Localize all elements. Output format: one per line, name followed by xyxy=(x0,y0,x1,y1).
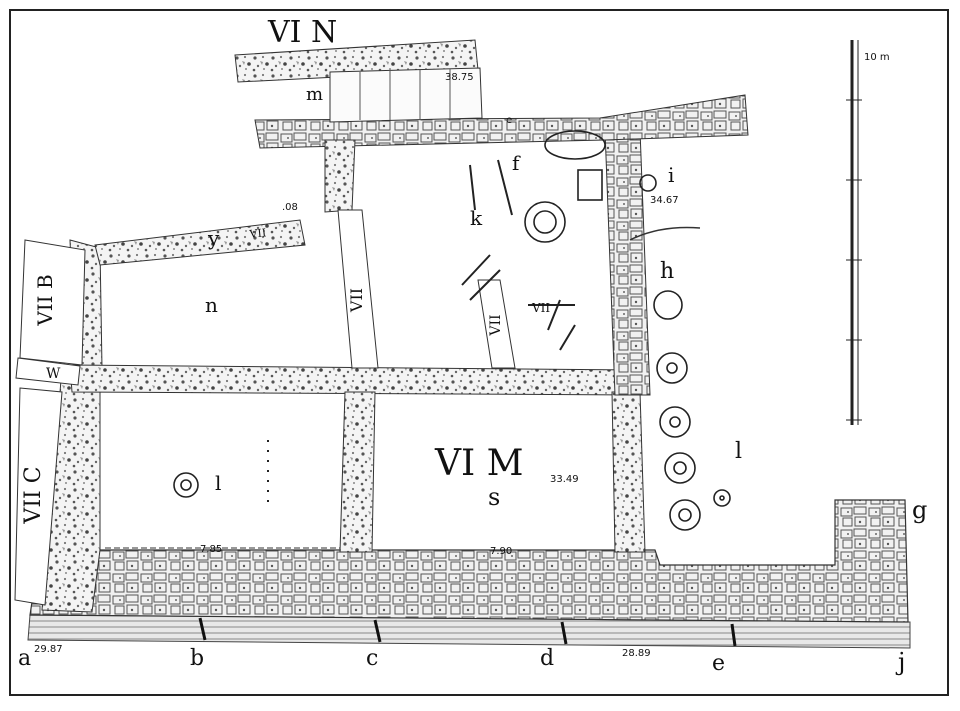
elev-top: 38.75 xyxy=(445,72,474,83)
basin-i xyxy=(639,174,657,192)
label-w: W xyxy=(46,366,61,382)
label-vii-3: VII xyxy=(531,301,550,315)
vii-road-1 xyxy=(337,209,379,369)
label-l-right: l xyxy=(735,439,742,464)
label-a: a xyxy=(18,646,31,671)
label-k: k xyxy=(470,206,483,230)
north-wall-room xyxy=(254,94,749,149)
dolium-3 xyxy=(656,352,688,384)
wall-d xyxy=(611,391,646,553)
dolium-4 xyxy=(659,406,691,438)
label-y: y xyxy=(207,226,220,250)
curb-h xyxy=(629,226,701,241)
dolium-7 xyxy=(713,489,731,507)
label-e-top: e xyxy=(506,115,512,126)
elev-right-upper: 34.67 xyxy=(650,195,679,206)
room-n-north-wall xyxy=(94,219,306,266)
elev-bottom-left: 29.87 xyxy=(34,644,63,655)
scale-label: 10 m xyxy=(864,52,890,63)
label-vi-n: VI N xyxy=(267,15,337,50)
dim-left: 7.85 xyxy=(200,544,222,555)
dolium-room-l xyxy=(173,472,199,498)
drain-lines xyxy=(461,159,576,351)
vii-road-3 xyxy=(19,239,86,366)
label-h: h xyxy=(660,259,674,284)
label-l-left: l xyxy=(215,471,221,495)
label-m: m xyxy=(306,84,323,105)
label-vi-m: VI M xyxy=(434,443,524,484)
wall-c xyxy=(339,391,376,553)
steps-m xyxy=(329,67,483,123)
dolium-5 xyxy=(664,452,696,484)
label-j: j xyxy=(895,648,905,676)
steps-lines xyxy=(359,69,451,120)
label-vii-b: VII B xyxy=(33,274,57,326)
dolium-6 xyxy=(669,499,701,531)
label-c: c xyxy=(366,646,378,671)
label-vii-1: VII xyxy=(347,288,366,313)
label-b: b xyxy=(190,646,204,671)
middle-wall xyxy=(69,364,641,396)
vii-road-4 xyxy=(14,387,63,606)
label-i: i xyxy=(668,163,674,187)
label-f: f xyxy=(512,151,521,175)
label-vii-2: VII xyxy=(488,314,504,336)
south-wall xyxy=(29,499,909,623)
east-wall xyxy=(604,129,651,396)
vii-road-2 xyxy=(477,279,516,369)
block-f xyxy=(577,169,603,201)
elev-room-s: 33.49 xyxy=(550,474,579,485)
vii-road-w xyxy=(15,357,81,386)
dolia-group xyxy=(173,130,731,531)
label-e: e xyxy=(712,651,725,676)
label-vii-c: VII C xyxy=(21,466,46,524)
section-ticks xyxy=(198,617,737,647)
elev-bottom-mid: 28.89 xyxy=(622,648,651,659)
label-g: g xyxy=(912,496,927,524)
dim-mid: 7.90 xyxy=(490,546,512,557)
label-s: s xyxy=(488,483,500,511)
figure-border xyxy=(9,9,949,696)
dolium-1 xyxy=(524,201,566,243)
scale-bar: 10 m xyxy=(846,40,890,425)
dolium-2 xyxy=(653,290,683,320)
room-k-west-wall xyxy=(324,139,356,213)
label-vii-4: VII xyxy=(248,226,267,241)
basin-top xyxy=(544,130,606,160)
label-n: n xyxy=(205,293,218,317)
elev-small-08: .08 xyxy=(282,202,298,213)
label-d: d xyxy=(540,646,554,671)
